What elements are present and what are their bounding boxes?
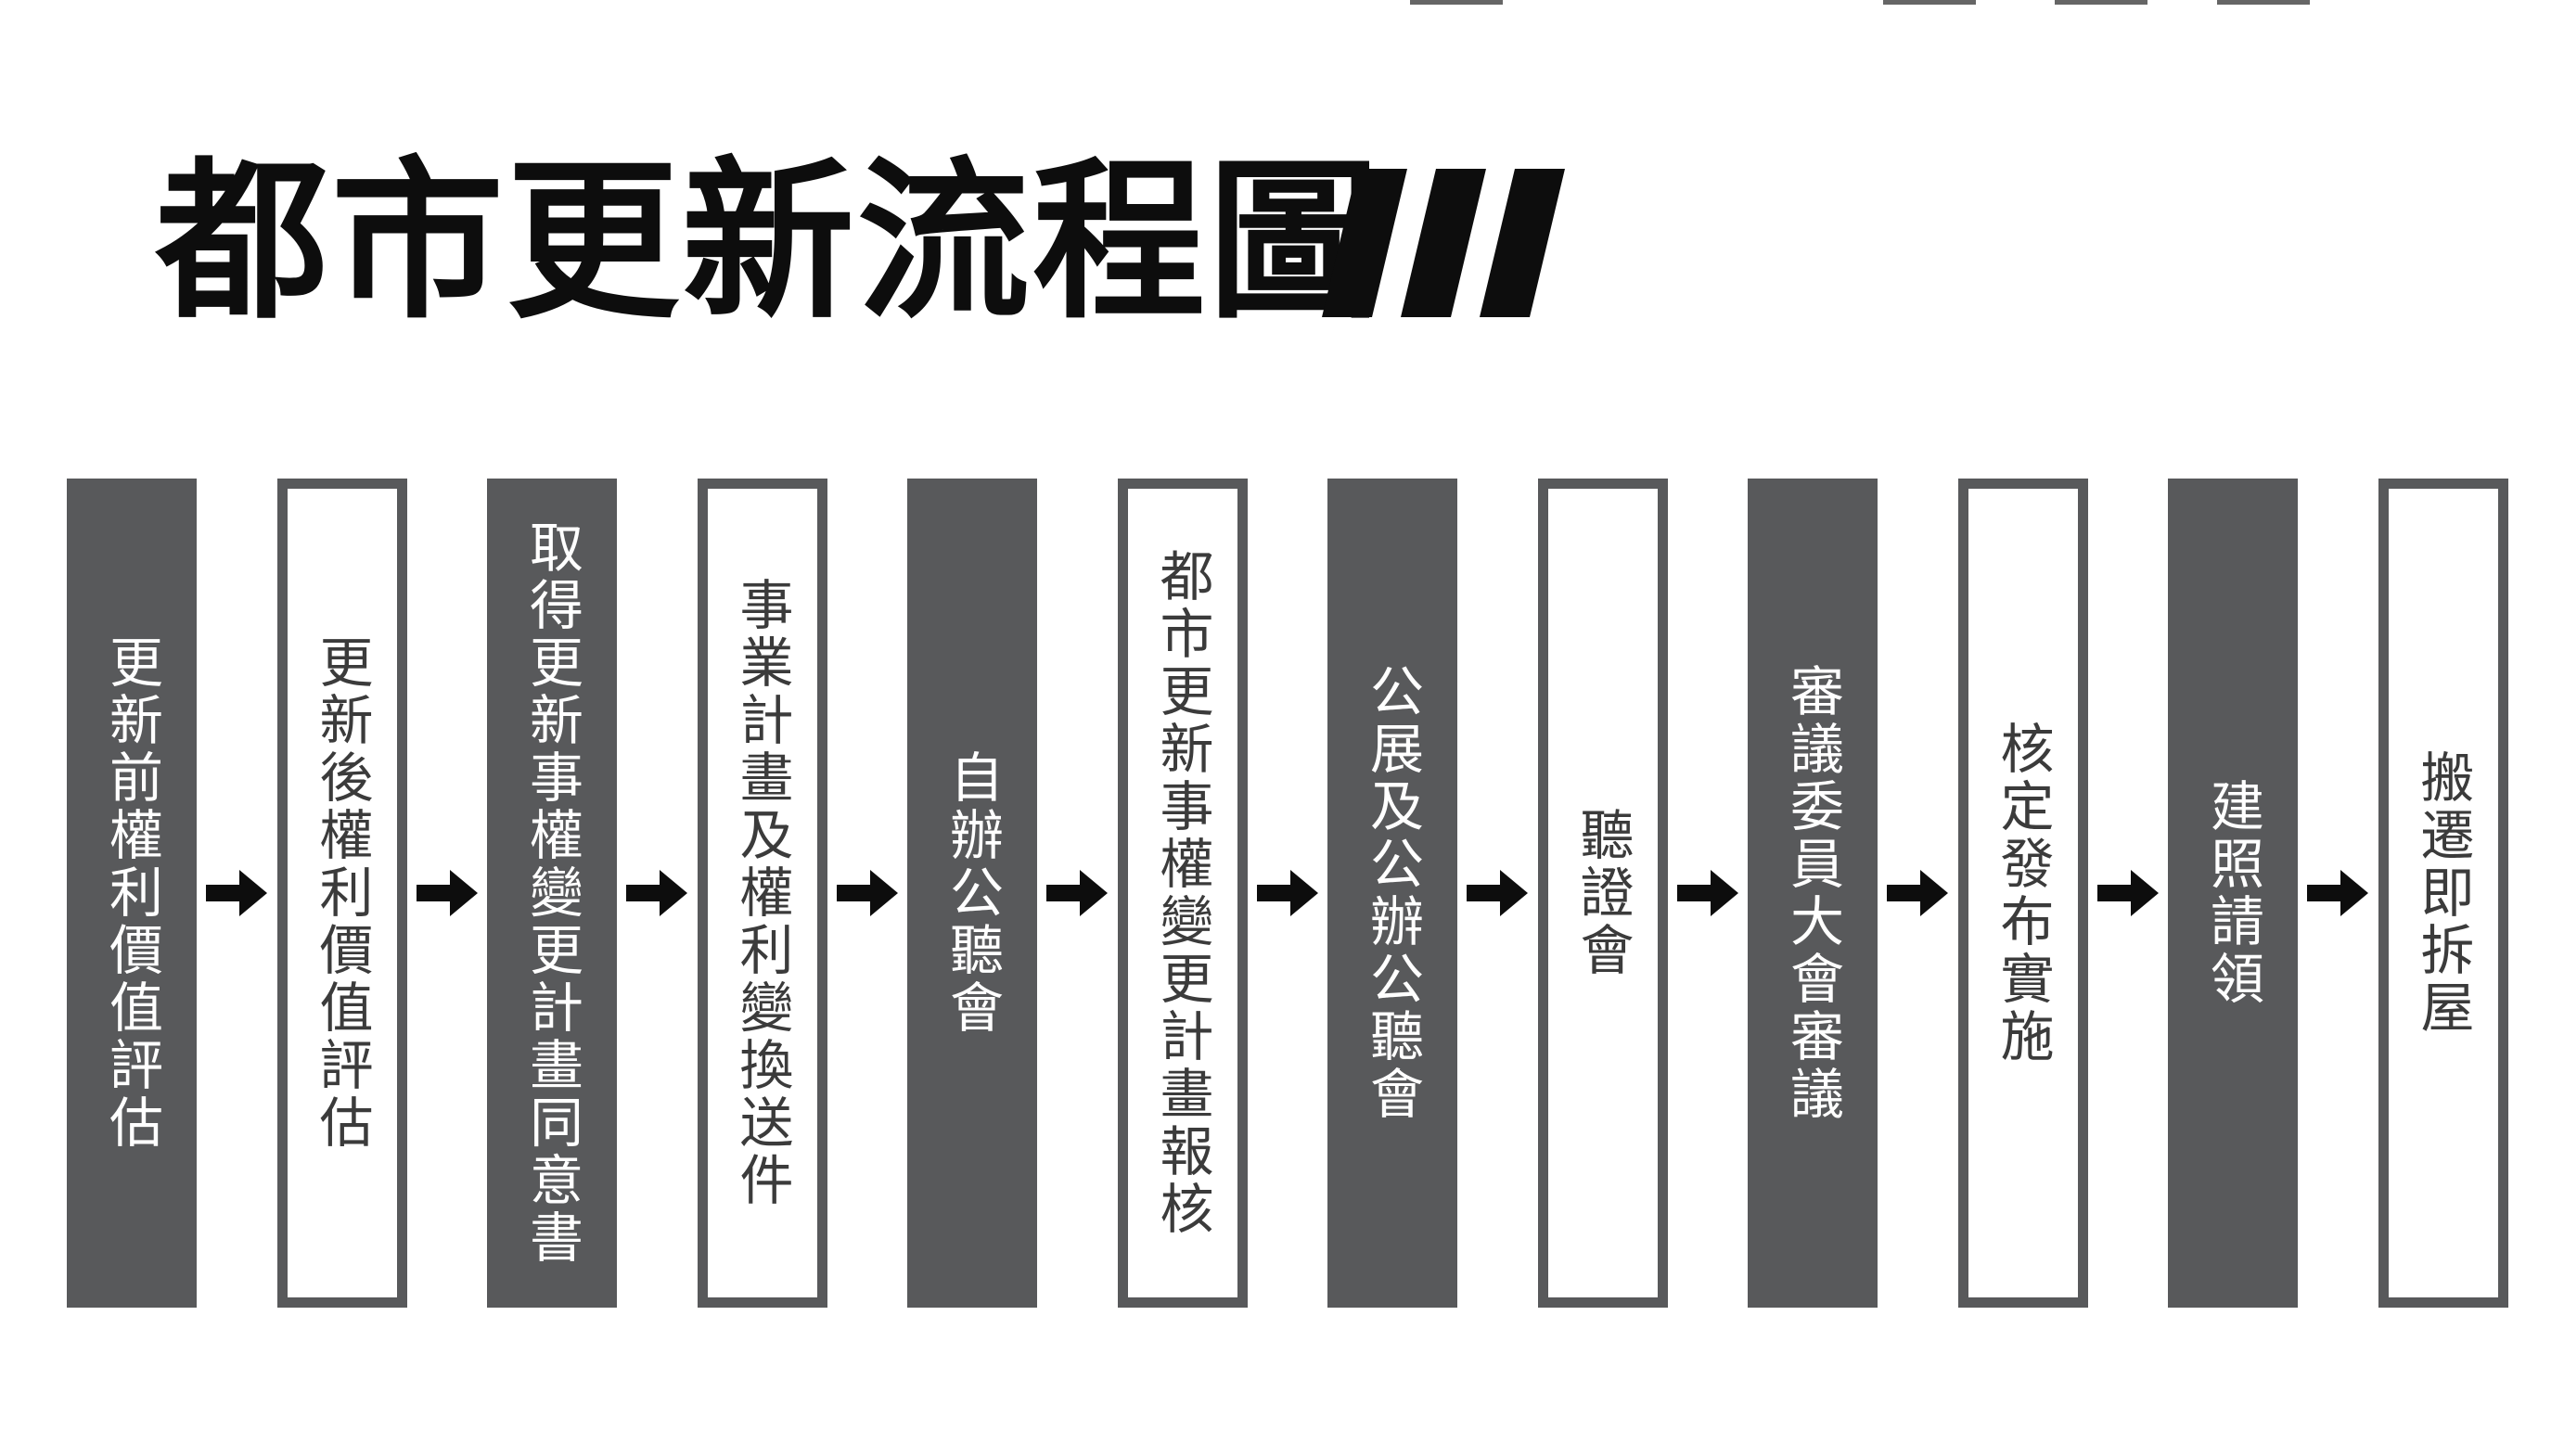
- process-step-label: 取得更新事權變更計畫同意書: [520, 519, 583, 1267]
- arrow-right-icon: [1887, 870, 1949, 916]
- arrow-right-icon: [416, 870, 478, 916]
- process-step: 取得更新事權變更計畫同意書: [487, 479, 617, 1308]
- process-step: 聽證會: [1537, 479, 1668, 1308]
- top-mark: [2217, 0, 2310, 5]
- process-step: 更新後權利價值評估: [276, 479, 407, 1308]
- process-step: 公展及公辦公聽會: [1327, 479, 1457, 1308]
- process-step: 搬遷即拆屋: [2378, 479, 2508, 1308]
- top-mark: [1410, 0, 1503, 5]
- process-step-label: 事業計畫及權利變換送件: [730, 577, 794, 1209]
- process-step-label: 聽證會: [1570, 807, 1635, 979]
- slash-stripe: [1480, 169, 1565, 317]
- top-mark: [1883, 0, 1976, 5]
- process-step: 更新前權利價值評估: [67, 479, 197, 1308]
- arrow-right-icon: [1256, 870, 1318, 916]
- process-step-label: 建照請領: [2201, 778, 2264, 1008]
- arrow-right-icon: [1676, 870, 1738, 916]
- process-step-label: 搬遷即拆屋: [2411, 749, 2475, 1037]
- process-step: 都市更新事權變更計畫報核: [1117, 479, 1248, 1308]
- process-step: 核定發布實施: [1957, 479, 2088, 1308]
- process-step-label: 更新後權利價值評估: [310, 634, 374, 1152]
- slash-stripe: [1322, 169, 1407, 317]
- process-step: 審議委員大會審議: [1748, 479, 1878, 1308]
- process-step: 建照請領: [2168, 479, 2298, 1308]
- process-step-label: 更新前權利價值評估: [100, 634, 163, 1152]
- process-step-label: 公展及公辦公聽會: [1361, 663, 1424, 1123]
- process-step-label: 自辦公聽會: [941, 749, 1004, 1037]
- arrow-right-icon: [206, 870, 268, 916]
- slash-stripe: [1401, 169, 1486, 317]
- process-step: 自辦公聽會: [907, 479, 1037, 1308]
- arrow-right-icon: [1046, 870, 1109, 916]
- arrow-right-icon: [1467, 870, 1529, 916]
- arrow-right-icon: [626, 870, 688, 916]
- top-edge-marks: [0, 0, 2564, 6]
- page-title: 都市更新流程圖: [156, 139, 1384, 342]
- arrow-right-icon: [2096, 870, 2159, 916]
- process-step-label: 審議委員大會審議: [1781, 663, 1844, 1123]
- arrow-right-icon: [2307, 870, 2369, 916]
- title-slashes-decoration: [1322, 169, 1565, 317]
- process-step-label: 核定發布實施: [1991, 721, 2055, 1066]
- top-mark: [2055, 0, 2147, 5]
- process-step-label: 都市更新事權變更計畫報核: [1150, 548, 1214, 1238]
- arrow-right-icon: [836, 870, 898, 916]
- process-step: 事業計畫及權利變換送件: [697, 479, 827, 1308]
